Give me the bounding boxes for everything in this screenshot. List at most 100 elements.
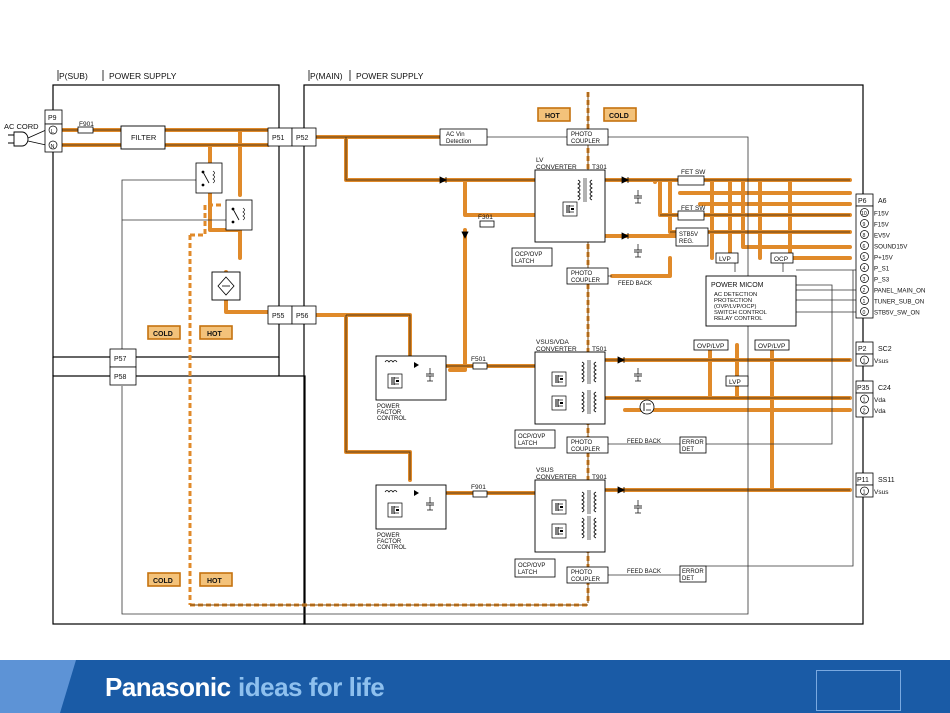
power-supply-block-diagram: P(SUB) POWER SUPPLY P(MAIN) POWER SUPPLY — [4, 70, 925, 625]
pfc-label: POWER — [377, 533, 400, 539]
feed-back-label: FEED BACK — [618, 281, 652, 287]
a6-output-label: P_S3 — [874, 277, 890, 284]
a6-pin-circle — [860, 285, 869, 294]
ac-plug-icon — [8, 129, 47, 147]
a6-pin-circle — [860, 263, 869, 272]
a6-pin-circle — [860, 274, 869, 283]
power-micom-line: RELAY CONTROL — [714, 316, 763, 322]
photo-coupler-label: PHOTO — [571, 132, 593, 138]
a6-pin-circle — [860, 241, 869, 250]
cold-tag: COLD — [147, 572, 181, 587]
a6-pin-circle — [860, 307, 869, 316]
a6-pin-number: 1 — [863, 299, 866, 305]
photo-coupler-block — [566, 128, 609, 146]
svg-text:HOT: HOT — [207, 578, 223, 585]
fuse-icon — [472, 362, 488, 370]
error-det-block — [679, 436, 707, 454]
stb5v-reg-block — [675, 227, 709, 247]
ss11-pin: 1 — [863, 490, 866, 496]
a6-output-label: P+15V — [874, 255, 894, 262]
vsus-vda-converter-label: CONVERTER — [536, 346, 577, 353]
connector-p52: P52 — [296, 135, 309, 142]
mosfet-icon — [551, 371, 567, 387]
photo-coupler-label: COUPLER — [571, 139, 601, 145]
pin-n: N — [51, 144, 55, 150]
capacitor-icon — [633, 189, 643, 204]
svg-text:HOT: HOT — [207, 331, 223, 338]
connector-p51: P51 — [272, 135, 285, 142]
ovp-lvp-label: OVP/LVP — [758, 343, 785, 350]
ocp-ovp-latch-block — [514, 429, 556, 449]
sub-section-tag: P(SUB) — [59, 71, 88, 81]
pfc-block — [375, 484, 447, 530]
sc2-pin: 1 — [863, 359, 866, 365]
photo-coupler-label: COUPLER — [571, 278, 601, 284]
vsus-converter-label: VSUS — [536, 467, 554, 474]
connector-ss11: SS11 — [878, 477, 895, 484]
power-micom-line: AC DETECTION — [714, 292, 757, 298]
error-det-label: DET — [682, 576, 694, 582]
stb5v-reg-label: REG. — [679, 239, 694, 245]
a6-output-label: TUNER_SUB_ON — [874, 299, 924, 306]
stb5v-reg-label: STB5V — [679, 232, 698, 238]
ac-vin-label: Detection — [446, 139, 471, 145]
lv-converter-label: LV — [536, 157, 544, 164]
vsus-vda-converter-block — [534, 351, 606, 425]
connector-p55: P55 — [272, 313, 285, 320]
a6-pin-number: 6 — [863, 244, 866, 250]
a6-pin-circle — [860, 252, 869, 261]
connector-sc2: SC2 — [878, 346, 892, 353]
lvp-block — [725, 375, 749, 387]
pfc-label: FACTOR — [377, 410, 402, 416]
pfc-label: CONTROL — [377, 545, 407, 551]
photo-coupler-block — [566, 566, 609, 584]
connector-a6: A6 — [878, 198, 887, 205]
a6-pin-number: 8 — [863, 233, 866, 239]
ocp-ovp-latch-label: LATCH — [515, 259, 534, 265]
c24-output-label: Vda — [874, 408, 886, 415]
connector-p57: P57 — [114, 356, 127, 363]
relay-icon — [225, 199, 253, 231]
a6-pin-number: 3 — [863, 277, 866, 283]
power-micom-line: (OVP/LVP/OCP) — [714, 304, 756, 310]
ovp-lvp-label: OVP/LVP — [697, 343, 724, 350]
cold-tag: COLD — [147, 325, 181, 340]
control-lines — [121, 136, 860, 615]
main-section-tag: P(MAIN) — [310, 71, 343, 81]
a6-output-label: F15V — [874, 222, 890, 229]
ocp-ovp-latch-label: OCP/OVP — [518, 434, 545, 440]
photo-coupler-block — [566, 436, 609, 454]
a6-pin-number: 9 — [863, 222, 866, 228]
photo-coupler-label: PHOTO — [571, 271, 593, 277]
ocp-ovp-latch-label: LATCH — [518, 441, 537, 447]
mosfet-icon — [551, 395, 567, 411]
connector-p11: P11 — [857, 477, 869, 484]
filter-block — [120, 125, 166, 150]
a6-pin-number: 4 — [863, 266, 866, 272]
fuse-f301-label: F301 — [478, 214, 493, 221]
ocp-label: OCP — [774, 256, 788, 263]
diode-icon — [439, 176, 629, 494]
connector-p58: P58 — [114, 374, 127, 381]
hot-tag: HOT — [199, 325, 233, 340]
connector-p9: P9 — [48, 115, 57, 122]
a6-output-label: P_S1 — [874, 266, 890, 273]
photo-coupler-label: COUPLER — [571, 577, 601, 583]
ocp-ovp-latch-block — [511, 247, 553, 267]
fuse-icon — [479, 220, 495, 228]
sub-section-title: POWER SUPPLY — [109, 71, 177, 81]
t301-label: T301 — [592, 164, 607, 171]
fet-sw-label: FET SW — [681, 169, 706, 176]
fet-switch-icon — [677, 210, 705, 221]
lv-converter-label: CONVERTER — [536, 164, 577, 171]
power-micom-line: SWITCH CONTROL — [714, 310, 768, 316]
a6-pin-circle — [860, 219, 869, 228]
sub-frame — [52, 84, 280, 358]
fet-switch-icon — [639, 399, 655, 415]
ss11-output-label: Vsus — [874, 489, 889, 496]
fuse-f501-label: F501 — [471, 356, 486, 363]
mosfet-icon — [562, 201, 578, 217]
ocp-block — [770, 252, 794, 264]
a6-pin-number: 5 — [863, 255, 866, 261]
